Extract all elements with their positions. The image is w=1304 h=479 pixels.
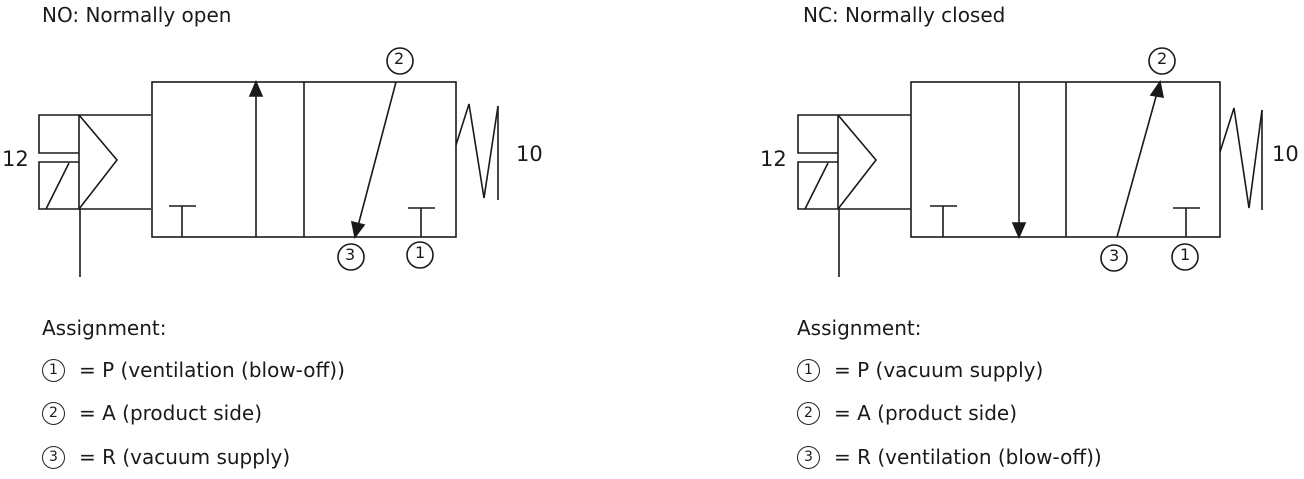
flow-arrow-diagonal (1116, 92, 1158, 238)
no-valve-symbol (38, 47, 499, 277)
solenoid-actuator (797, 114, 911, 277)
nc-label-10: 10 (1272, 142, 1299, 166)
nc-port-1: 1 (1180, 245, 1191, 264)
nc-assignment-row: 2= A (product side) (797, 401, 1017, 425)
no-title: NO: Normally open (42, 3, 232, 27)
no-label-12: 12 (2, 147, 29, 171)
no-assignment-row: 1= P (ventilation (blow-off)) (42, 358, 345, 382)
solenoid-actuator (38, 114, 151, 277)
nc-port-3: 3 (1109, 246, 1120, 265)
no-assignment-row: 2= A (product side) (42, 401, 262, 425)
no-port-1: 1 (415, 243, 426, 262)
no-label-10: 10 (516, 142, 543, 166)
nc-assignment-row: 3= R (ventilation (blow-off)) (797, 445, 1102, 469)
spring (1219, 107, 1263, 209)
no-assignment-row: 3= R (vacuum supply) (42, 445, 290, 469)
nc-assignment-title: Assignment: (797, 316, 922, 340)
no-port-3: 3 (345, 245, 356, 264)
spring (455, 103, 499, 199)
no-assignment-title: Assignment: (42, 316, 167, 340)
nc-valve-symbol (797, 47, 1263, 277)
nc-port-2: 2 (1157, 49, 1168, 68)
nc-label-12: 12 (760, 147, 787, 171)
nc-assignment-row: 1= P (vacuum supply) (797, 358, 1043, 382)
flow-arrow-diagonal (357, 81, 397, 227)
nc-title: NC: Normally closed (803, 3, 1006, 27)
no-port-2: 2 (394, 49, 405, 68)
